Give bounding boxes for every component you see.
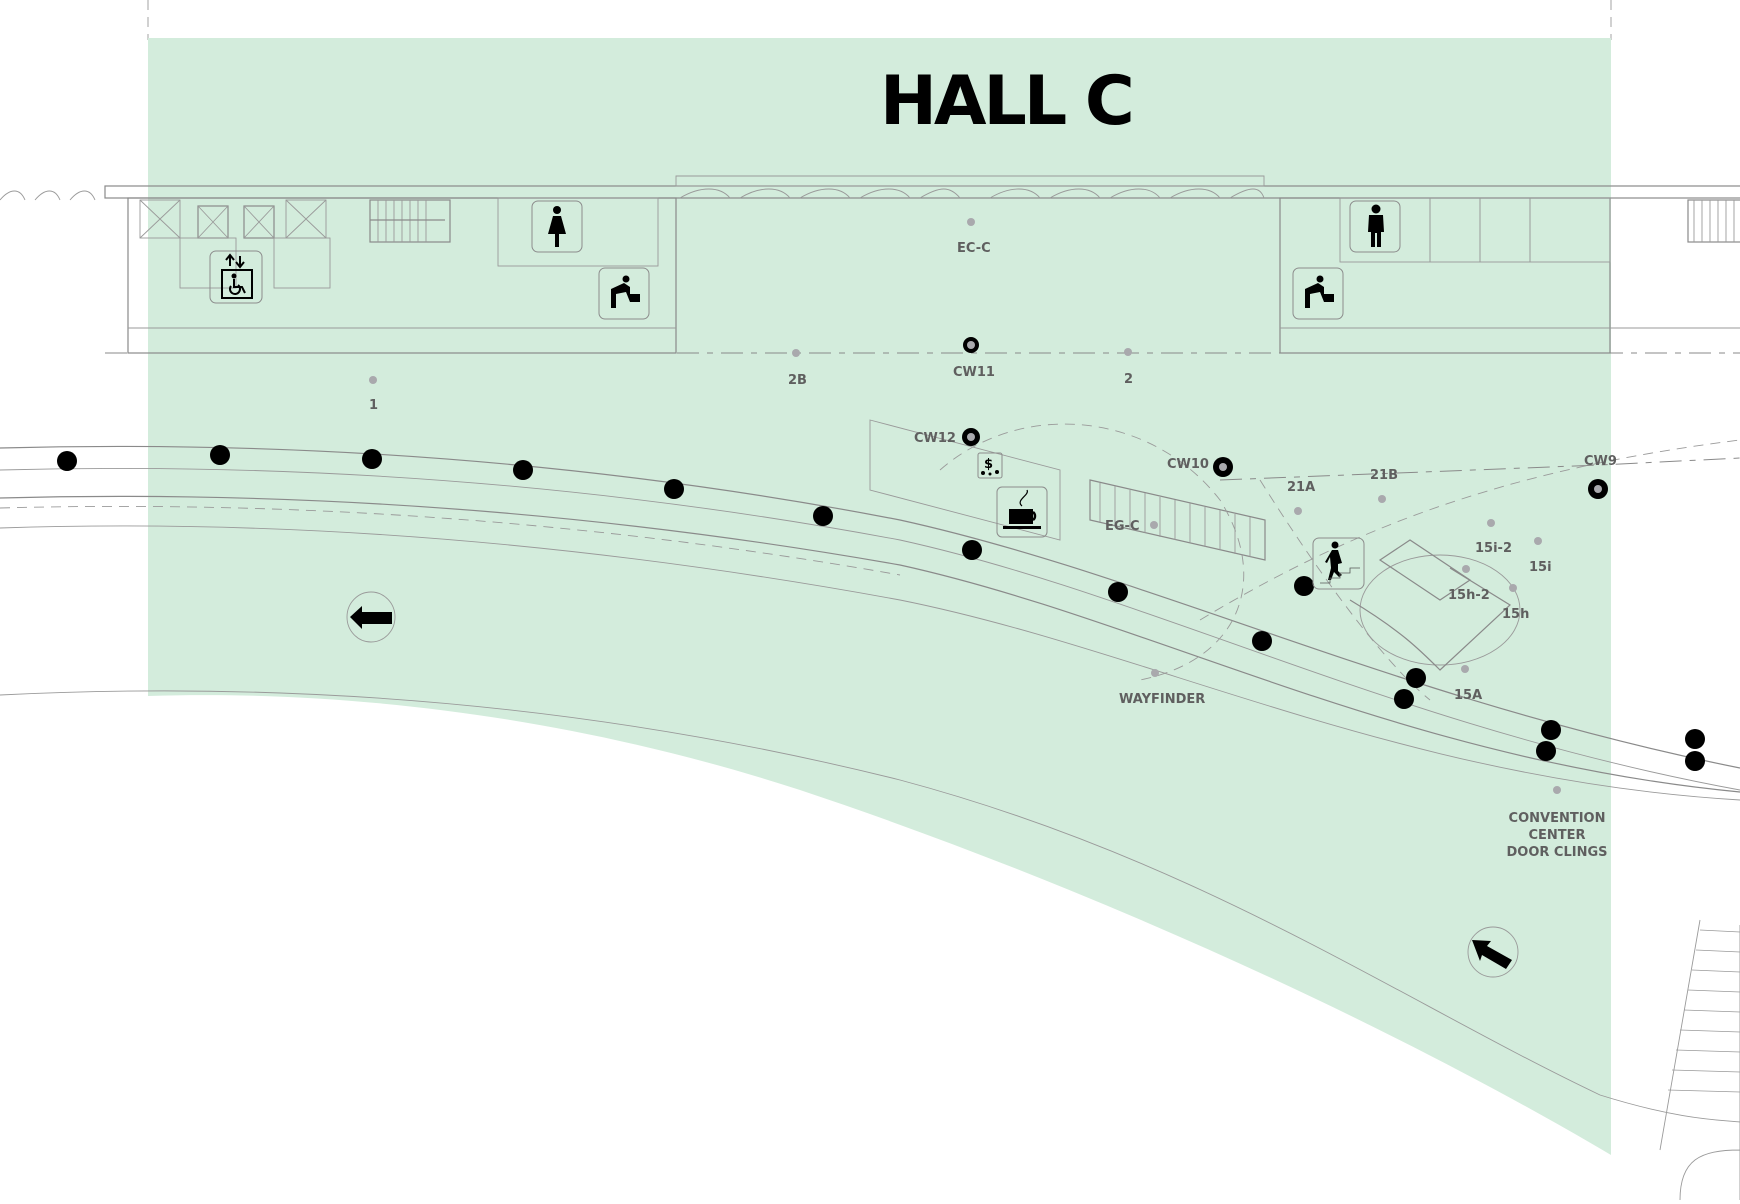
label-door-clings-3: DOOR CLINGS bbox=[1506, 845, 1607, 860]
door-marker bbox=[362, 449, 382, 469]
door-marker bbox=[1394, 689, 1414, 709]
cw9-marker[interactable] bbox=[1588, 479, 1608, 499]
stairs-icon[interactable] bbox=[1312, 537, 1365, 590]
point-15i[interactable] bbox=[1534, 537, 1542, 545]
point-wayfinder[interactable] bbox=[1151, 669, 1159, 677]
label-cw11: CW11 bbox=[953, 365, 995, 380]
door-marker bbox=[1294, 576, 1314, 596]
arrow-up-left-icon[interactable] bbox=[1467, 926, 1519, 978]
door-marker bbox=[664, 479, 684, 499]
label-15h: 15h bbox=[1502, 607, 1529, 622]
point-2[interactable] bbox=[1124, 348, 1132, 356]
door-marker bbox=[1685, 729, 1705, 749]
point-ec-c[interactable] bbox=[967, 218, 975, 226]
label-15a: 15A bbox=[1454, 688, 1482, 703]
atm-currency-icon[interactable]: $ bbox=[977, 452, 1003, 479]
point-15i-2[interactable] bbox=[1487, 519, 1495, 527]
door-marker bbox=[1685, 751, 1705, 771]
door-marker bbox=[962, 540, 982, 560]
mens-restroom-icon[interactable] bbox=[1349, 200, 1401, 253]
label-21b: 21B bbox=[1370, 468, 1398, 483]
label-eg-c: EG-C bbox=[1105, 519, 1140, 534]
point-21b[interactable] bbox=[1378, 495, 1386, 503]
label-door-clings-2: CENTER bbox=[1528, 828, 1585, 843]
label-wayfinder: WAYFINDER bbox=[1119, 692, 1205, 707]
label-cw12: CW12 bbox=[914, 431, 956, 446]
door-marker bbox=[210, 445, 230, 465]
point-1[interactable] bbox=[369, 376, 377, 384]
door-marker bbox=[1252, 631, 1272, 651]
point-15h-2[interactable] bbox=[1462, 565, 1470, 573]
door-marker bbox=[513, 460, 533, 480]
door-marker bbox=[1536, 741, 1556, 761]
arrow-left-icon[interactable] bbox=[346, 591, 396, 643]
door-markers bbox=[57, 445, 1705, 771]
door-marker bbox=[1406, 668, 1426, 688]
cw12-marker[interactable] bbox=[962, 428, 980, 446]
cw-markers bbox=[962, 337, 1608, 499]
label-ec-c: EC-C bbox=[957, 241, 991, 256]
svg-text:$: $ bbox=[984, 457, 993, 472]
label-2: 2 bbox=[1124, 372, 1133, 387]
womens-restroom-icon[interactable] bbox=[531, 200, 583, 253]
door-marker bbox=[1541, 720, 1561, 740]
point-door-clings[interactable] bbox=[1553, 786, 1561, 794]
coffee-cup-icon[interactable] bbox=[996, 486, 1048, 538]
drinking-fountain-icon[interactable] bbox=[598, 267, 650, 320]
curved-concourse bbox=[0, 419, 1740, 1201]
label-15i-2: 15i-2 bbox=[1475, 541, 1512, 556]
point-21a[interactable] bbox=[1294, 507, 1302, 515]
label-15h-2: 15h-2 bbox=[1448, 588, 1490, 603]
label-cw10: CW10 bbox=[1167, 457, 1209, 472]
cw10-marker[interactable] bbox=[1213, 457, 1233, 477]
label-21a: 21A bbox=[1287, 480, 1315, 495]
label-cw9: CW9 bbox=[1584, 454, 1617, 469]
label-door-clings-1: CONVENTION bbox=[1509, 811, 1606, 826]
accessible-elevator-icon[interactable] bbox=[209, 250, 263, 304]
cw11-marker[interactable] bbox=[963, 337, 979, 353]
hall-title: HALL C bbox=[880, 62, 1135, 141]
label-15i: 15i bbox=[1529, 560, 1552, 575]
door-marker bbox=[1108, 582, 1128, 602]
north-doors bbox=[0, 175, 1265, 201]
location-points bbox=[369, 218, 1561, 794]
point-eg-c[interactable] bbox=[1150, 521, 1158, 529]
label-1: 1 bbox=[369, 398, 378, 413]
door-marker bbox=[57, 451, 77, 471]
point-15h[interactable] bbox=[1509, 584, 1517, 592]
point-15a[interactable] bbox=[1461, 665, 1469, 673]
label-2b: 2B bbox=[788, 373, 807, 388]
door-marker bbox=[813, 506, 833, 526]
point-2b[interactable] bbox=[792, 349, 800, 357]
drinking-fountain-icon[interactable] bbox=[1292, 267, 1344, 320]
